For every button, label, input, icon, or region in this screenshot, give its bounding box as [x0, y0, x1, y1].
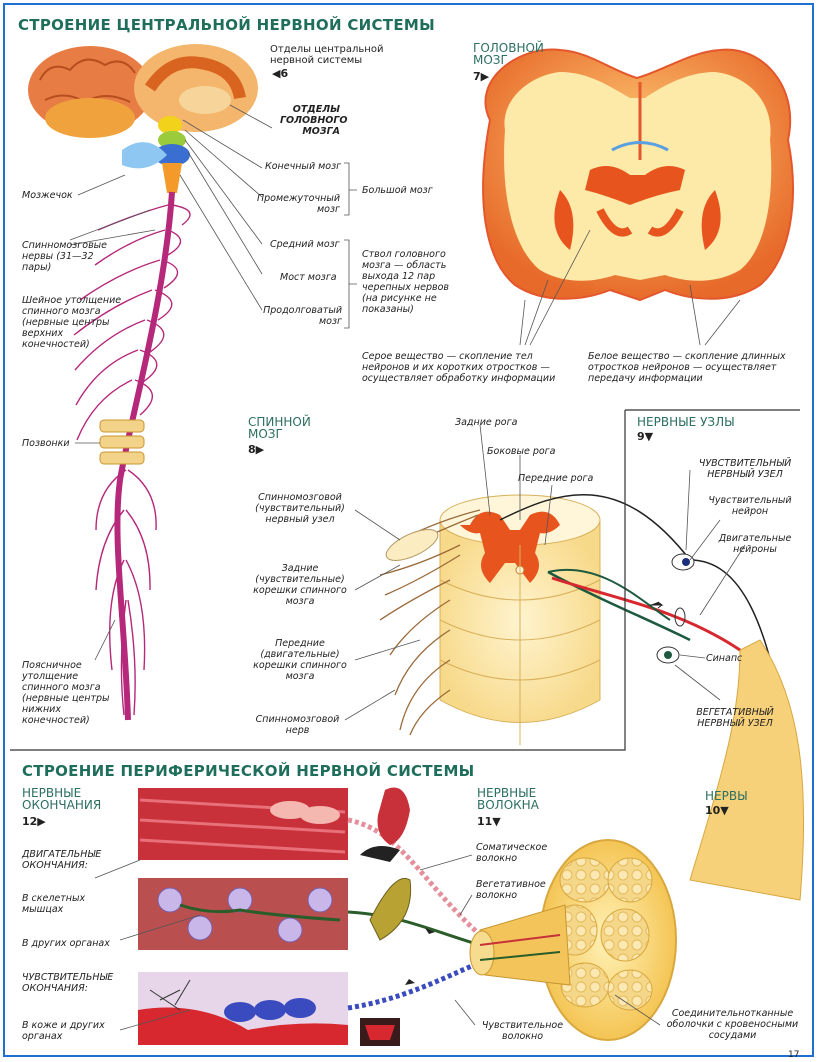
pns-leader-lines	[94, 854, 661, 1031]
label-spinal-nerves: Спинномозговые нервы (31—32 пары)	[22, 240, 108, 273]
brain-parts-heading: ОТДЕЛЫ ГОЛОВНОГО МОЗГА	[280, 104, 348, 137]
label-other-organs: В других органах	[22, 938, 110, 949]
label-spinal-nerve: Спинномозговой нерв	[255, 714, 340, 736]
label-somatic-fiber: Соматическое волокно	[476, 842, 548, 864]
label-big-brain: Большой мозг	[362, 185, 433, 196]
fibers-title: НЕРВНЫЕ ВОЛОКНА	[477, 786, 539, 812]
spinal-leader-lines	[344, 424, 746, 721]
brain-section-title: ГОЛОВНОЙ МОЗГ	[473, 41, 544, 67]
label-synapse: Синапс	[706, 653, 743, 664]
label-cervical-enlargement: Шейное утолщение спинного мозга (нервные…	[22, 295, 122, 350]
label-sensory-ganglion: ЧУВСТВИТЕЛЬНЫЙ НЕРВНЫЙ УЗЕЛ	[698, 458, 792, 480]
pns-title: СТРОЕНИЕ ПЕРИФЕРИЧЕСКОЙ НЕРВНОЙ СИСТЕМЫ	[22, 762, 475, 780]
ganglia-shapes	[656, 553, 695, 664]
section-dividers	[10, 409, 800, 751]
cns-sections-label: Отделы центральной нервной системы	[270, 44, 384, 66]
pns-fibers	[347, 817, 487, 1011]
temporal-lobe	[45, 98, 135, 138]
label-sensitive-fiber: Чувствительное волокно	[481, 1020, 564, 1042]
page-number: 17	[788, 1050, 800, 1060]
nerves-title: НЕРВЫ	[705, 789, 748, 803]
label-autonomic-ganglion: ВЕГЕТАТИВНЫЙ НЕРВНЫЙ УЗЕЛ	[696, 707, 774, 729]
label-cerebellum: Мозжечок	[22, 190, 73, 201]
label-anterior-roots: Передние (двигательные) корешки спинного…	[253, 638, 347, 682]
label-posterior-horns: Задние рога	[455, 417, 518, 428]
cns-sections-ref: ◀6	[272, 67, 289, 80]
label-lateral-horns: Боковые рога	[487, 446, 556, 457]
nerves-ref: 10▼	[705, 804, 729, 817]
fibers-ref: 11▼	[477, 815, 501, 828]
label-anterior-horns: Передние рога	[518, 473, 594, 484]
spinal-cord-illustration	[439, 494, 601, 745]
brain-section-ref: 7▶	[473, 70, 490, 83]
nerve-bundle-shape	[689, 639, 805, 901]
label-motor-endings: ДВИГАТЕЛЬНЫЕ ОКОНЧАНИЯ:	[22, 849, 102, 871]
cerebellum-shape	[122, 142, 167, 169]
label-lumbar-enlargement: Поясничное утолщение спинного мозга (нер…	[22, 660, 110, 726]
label-telencephalon: Конечный мозг	[265, 161, 342, 172]
label-vegetative-fiber: Вегетативное волокно	[476, 879, 546, 901]
spinal-ganglion-shape	[385, 529, 439, 561]
label-white-matter: Белое вещество — скопление длинных отрос…	[588, 351, 786, 384]
organ-icons	[360, 787, 412, 1046]
label-spinal-ganglion: Спинномозговой (чувствительный) нервный …	[255, 492, 345, 525]
ganglia-ref: 9▼	[637, 430, 654, 443]
cns-leader-lines	[69, 104, 357, 661]
pons-shape	[154, 144, 190, 166]
label-motor-neurons: Двигательные нейроны	[718, 533, 792, 555]
label-sensory-endings: ЧУВСТВИТЕЛЬНЫЕ ОКОНЧАНИЯ:	[22, 972, 114, 994]
brain-leader-lines	[519, 229, 741, 346]
midbrain-shape	[158, 131, 186, 149]
label-skin: В коже и других органах	[22, 1020, 105, 1042]
vertebrae-illustration	[99, 419, 145, 465]
label-diencephalon: Промежуточный мозг	[256, 193, 340, 215]
nerve-cross-section	[469, 839, 677, 1041]
label-posterior-roots: Задние (чувствительные) корешки спинного…	[253, 563, 347, 607]
medulla-shape	[162, 163, 182, 193]
label-pons: Мост мозга	[280, 272, 337, 283]
brainstem-illustration	[122, 116, 190, 193]
label-grey-matter: Серое вещество — скопление тел нейронов …	[362, 351, 556, 384]
flow-arrows	[405, 601, 664, 985]
label-sensory-neuron: Чувствительный нейрон	[708, 495, 792, 517]
motor-endings-illustrations	[138, 788, 348, 1045]
ganglia-title: НЕРВНЫЕ УЗЛЫ	[637, 415, 735, 429]
label-brainstem: Ствол головного мозга — область выхода 1…	[362, 249, 449, 315]
label-vertebrae: Позвонки	[22, 438, 70, 449]
endings-title: НЕРВНЫЕ ОКОНЧАНИЯ	[22, 786, 102, 812]
brain-illustration	[28, 44, 258, 138]
page-frame	[3, 3, 814, 1057]
label-medulla: Продолговатый мозг	[263, 305, 342, 327]
spinal-cord-ref: 8▶	[248, 443, 265, 456]
diencephalon-shape	[158, 116, 182, 134]
label-connective-sheaths: Соединительнотканные оболочки с кровенос…	[666, 1008, 799, 1041]
label-skeletal-muscles: В скелетных мышцах	[22, 893, 86, 915]
cns-title: СТРОЕНИЕ ЦЕНТРАЛЬНОЙ НЕРВНОЙ СИСТЕМЫ	[18, 16, 435, 34]
endings-ref: 12▶	[22, 815, 46, 828]
label-midbrain: Средний мозг	[270, 239, 340, 250]
brain-coronal-section	[482, 48, 794, 302]
spinal-cord-title: СПИННОЙ МОЗГ	[248, 415, 311, 441]
